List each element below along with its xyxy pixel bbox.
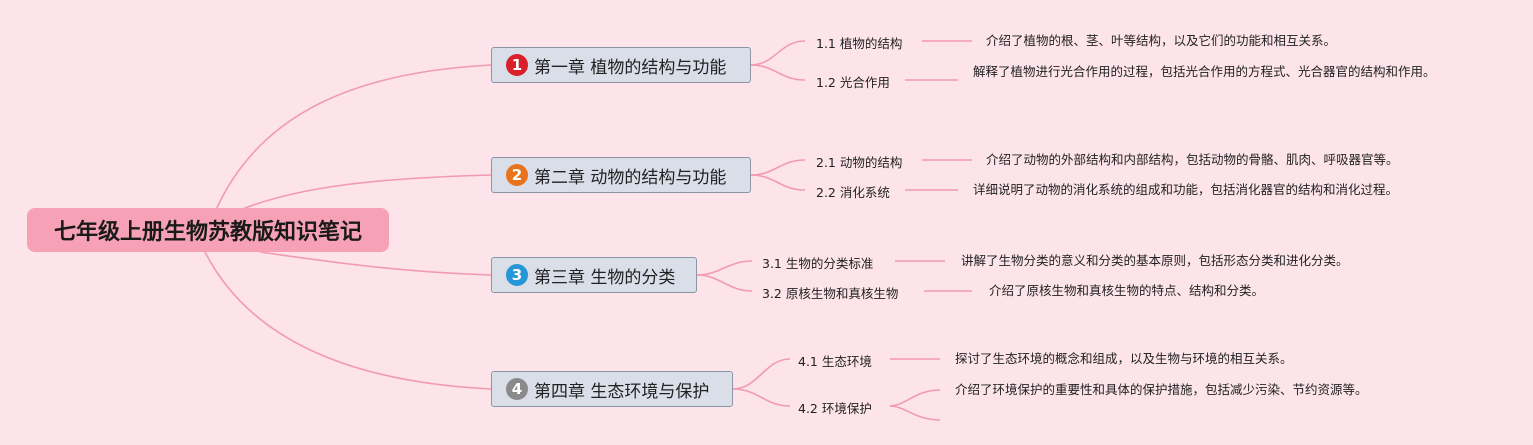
section-1-2-description[interactable]: 解释了植物进行光合作用的过程，包括光合作用的方程式、光合器官的结构和作用。 <box>973 64 1436 79</box>
chapter-title: 第一章 植物的结构与功能 <box>534 57 727 78</box>
number-3-icon: 3 <box>506 264 528 286</box>
section-1-1[interactable]: 1.1 植物的结构 <box>816 36 903 51</box>
section-3-2[interactable]: 3.2 原核生物和真核生物 <box>762 286 899 301</box>
chapter-title: 第二章 动物的结构与功能 <box>534 167 727 188</box>
section-1-1-description[interactable]: 介绍了植物的根、茎、叶等结构，以及它们的功能和相互关系。 <box>986 33 1337 48</box>
root-topic[interactable]: 七年级上册生物苏教版知识笔记 <box>27 208 389 252</box>
chapter-1-node[interactable]: 1 第一章 植物的结构与功能 <box>491 47 751 83</box>
chapter-title: 第四章 生态环境与保护 <box>534 381 710 402</box>
section-2-2[interactable]: 2.2 消化系统 <box>816 185 890 200</box>
section-2-1-description[interactable]: 介绍了动物的外部结构和内部结构，包括动物的骨骼、肌肉、呼吸器官等。 <box>986 152 1399 167</box>
section-2-2-description[interactable]: 详细说明了动物的消化系统的组成和功能，包括消化器官的结构和消化过程。 <box>973 182 1399 197</box>
number-1-icon: 1 <box>506 54 528 76</box>
section-4-2-description[interactable]: 介绍了环境保护的重要性和具体的保护措施，包括减少污染、节约资源等。 <box>955 382 1368 397</box>
section-4-1[interactable]: 4.1 生态环境 <box>798 354 872 369</box>
number-2-icon: 2 <box>506 164 528 186</box>
section-1-2[interactable]: 1.2 光合作用 <box>816 75 890 90</box>
chapter-2-node[interactable]: 2 第二章 动物的结构与功能 <box>491 157 751 193</box>
section-2-1[interactable]: 2.1 动物的结构 <box>816 155 903 170</box>
section-4-1-description[interactable]: 探讨了生态环境的概念和组成，以及生物与环境的相互关系。 <box>955 351 1293 366</box>
chapter-4-node[interactable]: 4 第四章 生态环境与保护 <box>491 371 733 407</box>
chapter-title: 第三章 生物的分类 <box>534 267 676 288</box>
section-3-2-description[interactable]: 介绍了原核生物和真核生物的特点、结构和分类。 <box>989 283 1265 298</box>
root-title: 七年级上册生物苏教版知识笔记 <box>53 220 362 245</box>
number-4-icon: 4 <box>506 378 528 400</box>
section-3-1-description[interactable]: 讲解了生物分类的意义和分类的基本原则，包括形态分类和进化分类。 <box>961 253 1349 268</box>
section-3-1[interactable]: 3.1 生物的分类标准 <box>762 256 874 271</box>
section-4-2[interactable]: 4.2 环境保护 <box>798 401 872 416</box>
chapter-3-node[interactable]: 3 第三章 生物的分类 <box>491 257 697 293</box>
